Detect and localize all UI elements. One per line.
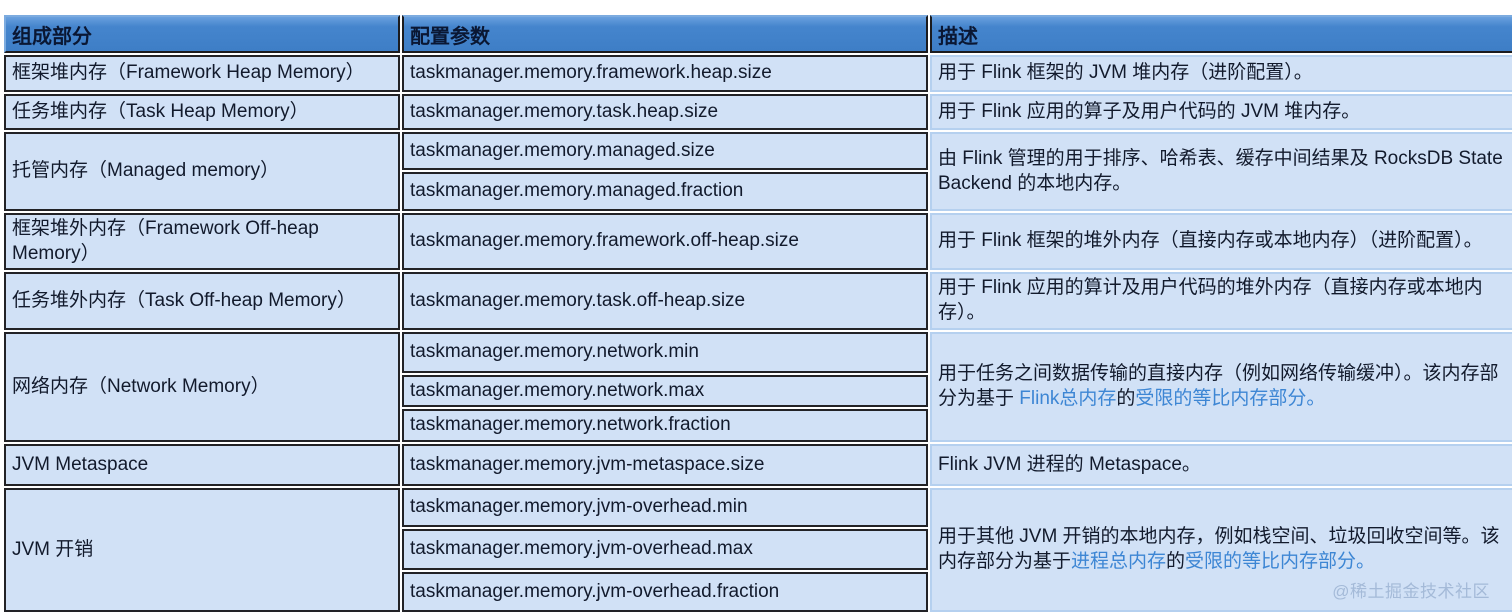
table-row: taskmanager.memory.network.max	[4, 374, 1512, 408]
link-capped-fraction-2[interactable]: 受限的等比内存部分。	[1185, 551, 1376, 573]
header-row: 组成部分 配置参数 描述	[4, 15, 1512, 53]
link-capped-fraction[interactable]: 受限的等比内存部分。	[1135, 387, 1326, 409]
table-row: 网络内存（Network Memory） taskmanager.memory.…	[4, 331, 1512, 443]
cell-desc-jvm-metaspace: Flink JVM 进程的 Metaspace。	[930, 444, 1512, 487]
cell-param-managed-fraction: taskmanager.memory.managed.fraction	[402, 172, 928, 211]
desc-text: 由 Flink 管理的用于排序、哈希表、缓存中间结果及 RocksDB Stat…	[938, 147, 1503, 194]
table-row: taskmanager.memory.jvm-overhead.fraction	[4, 572, 1512, 613]
table-container: 组成部分 配置参数 描述 框架堆内存（Framework Heap Memory…	[2, 13, 1512, 614]
cell-param-network-fraction: taskmanager.memory.network.fraction	[402, 409, 928, 443]
table-row: taskmanager.memory.network.fraction	[4, 409, 1512, 443]
cell-param-task-heap-size: taskmanager.memory.task.heap.size	[402, 94, 928, 130]
col-header-component: 组成部分	[4, 15, 400, 53]
desc-text: 用于任务之间数据传输的直接内存（例如网络传输缓冲）。该内存部分为基于	[938, 363, 1499, 409]
cell-component-jvm-metaspace: JVM Metaspace	[4, 444, 400, 487]
cell-desc-network: 用于任务之间数据传输的直接内存（例如网络传输缓冲）。该内存部分为基于 Flink…	[930, 331, 1512, 443]
cell-param-network-min: taskmanager.memory.network.min	[402, 331, 928, 373]
cell-param-framework-heap-size: taskmanager.memory.framework.heap.size	[402, 55, 928, 92]
desc-text: 用于 Flink 框架的堆外内存（直接内存或本地内存）（进阶配置）。	[938, 230, 1483, 252]
desc-text: Flink JVM 进程的 Metaspace。	[938, 453, 1201, 475]
cell-desc-task-heap: 用于 Flink 应用的算子及用户代码的 JVM 堆内存。	[930, 94, 1512, 130]
cell-component-network: 网络内存（Network Memory）	[4, 331, 400, 443]
desc-text: 用于 Flink 框架的 JVM 堆内存（进阶配置）。	[938, 62, 1313, 84]
cell-component-task-heap: 任务堆内存（Task Heap Memory）	[4, 94, 400, 130]
cell-desc-framework-offheap: 用于 Flink 框架的堆外内存（直接内存或本地内存）（进阶配置）。	[930, 213, 1512, 271]
table-row: taskmanager.memory.managed.fraction	[4, 172, 1512, 211]
table-row: JVM Metaspace taskmanager.memory.jvm-met…	[4, 444, 1512, 487]
flink-memory-config-table: 组成部分 配置参数 描述 框架堆内存（Framework Heap Memory…	[2, 13, 1512, 614]
cell-desc-task-offheap: 用于 Flink 应用的算计及用户代码的堆外内存（直接内存或本地内存）。	[930, 272, 1512, 330]
cell-param-network-max: taskmanager.memory.network.max	[402, 374, 928, 408]
cell-param-task-offheap-size: taskmanager.memory.task.off-heap.size	[402, 272, 928, 330]
desc-text: 用于其他 JVM 开销的本地内存，例如栈空间、垃圾回收空间等。该内存部分为基于	[938, 526, 1500, 573]
cell-component-managed: 托管内存（Managed memory）	[4, 132, 400, 211]
desc-text: 用于 Flink 应用的算计及用户代码的堆外内存（直接内存或本地内存）。	[938, 277, 1483, 324]
cell-param-framework-offheap-size: taskmanager.memory.framework.off-heap.si…	[402, 213, 928, 271]
cell-desc-jvm-overhead: 用于其他 JVM 开销的本地内存，例如栈空间、垃圾回收空间等。该内存部分为基于进…	[930, 488, 1512, 613]
table-row: 托管内存（Managed memory） taskmanager.memory.…	[4, 132, 1512, 211]
cell-component-task-offheap: 任务堆外内存（Task Off-heap Memory）	[4, 272, 400, 330]
table-row: JVM 开销 taskmanager.memory.jvm-overhead.m…	[4, 488, 1512, 613]
cell-param-jvm-overhead-max: taskmanager.memory.jvm-overhead.max	[402, 529, 928, 571]
cell-param-managed-size: taskmanager.memory.managed.size	[402, 132, 928, 170]
link-process-total-memory[interactable]: 进程总内存	[1071, 551, 1167, 573]
cell-component-framework-offheap: 框架堆外内存（Framework Off-heap Memory）	[4, 213, 400, 271]
col-header-description: 描述	[930, 15, 1512, 53]
table-row: 框架堆内存（Framework Heap Memory） taskmanager…	[4, 55, 1512, 92]
desc-text: 的	[1166, 551, 1186, 573]
cell-desc-framework-heap: 用于 Flink 框架的 JVM 堆内存（进阶配置）。	[930, 55, 1512, 92]
table-row: taskmanager.memory.jvm-overhead.max	[4, 529, 1512, 571]
cell-param-jvm-metaspace-size: taskmanager.memory.jvm-metaspace.size	[402, 444, 928, 487]
cell-component-framework-heap: 框架堆内存（Framework Heap Memory）	[4, 55, 400, 92]
desc-text: 的	[1116, 387, 1136, 409]
table-row: 任务堆内存（Task Heap Memory） taskmanager.memo…	[4, 94, 1512, 130]
cell-param-jvm-overhead-min: taskmanager.memory.jvm-overhead.min	[402, 488, 928, 528]
desc-text: 用于 Flink 应用的算子及用户代码的 JVM 堆内存。	[938, 100, 1361, 122]
link-flink-total-memory[interactable]: Flink总内存	[1019, 387, 1117, 409]
col-header-param: 配置参数	[402, 15, 928, 53]
cell-component-jvm-overhead: JVM 开销	[4, 488, 400, 613]
cell-param-jvm-overhead-fraction: taskmanager.memory.jvm-overhead.fraction	[402, 572, 928, 613]
table-row: 任务堆外内存（Task Off-heap Memory） taskmanager…	[4, 272, 1512, 330]
cell-desc-managed: 由 Flink 管理的用于排序、哈希表、缓存中间结果及 RocksDB Stat…	[930, 132, 1512, 211]
table-row: 框架堆外内存（Framework Off-heap Memory） taskma…	[4, 213, 1512, 271]
watermark: @稀土掘金技术社区	[1332, 582, 1490, 601]
